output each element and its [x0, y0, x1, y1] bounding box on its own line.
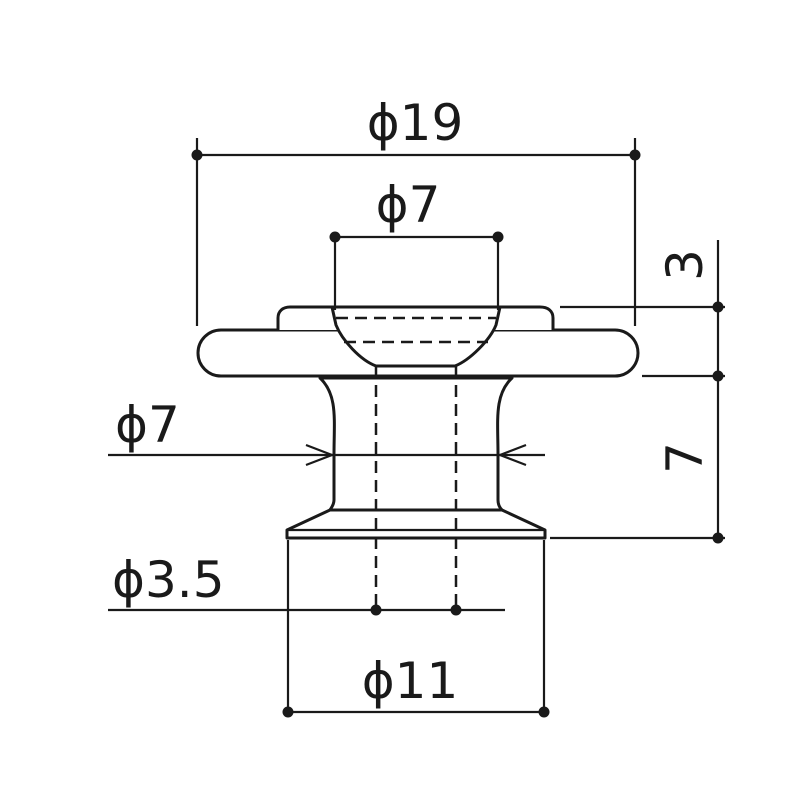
arrow-left [305, 443, 336, 467]
dim-label-top-diameter: ϕ19 [367, 94, 464, 152]
dim-hole-diameter: ϕ3.5 [108, 551, 505, 616]
base-foot [285, 508, 547, 540]
dimension-dot [538, 706, 550, 718]
dim-label-base-diameter: ϕ11 [362, 652, 459, 710]
arrow-right [496, 443, 527, 467]
dim-waist-diameter: ϕ7 [108, 396, 545, 467]
dimension-dot [329, 231, 341, 243]
dimension-dot [282, 706, 294, 718]
dimension-dot [450, 604, 462, 616]
strap-button-part [196, 305, 640, 610]
dimension-dot [492, 231, 504, 243]
dimension-dot [712, 370, 724, 382]
dim-label-waist-diameter: ϕ7 [115, 396, 180, 454]
dim-label-flange-height: 3 [656, 249, 714, 281]
dim-label-head-diameter: ϕ7 [376, 176, 441, 234]
dimension-dot [712, 301, 724, 313]
dim-base-diameter: ϕ11 [282, 540, 550, 718]
stem-body [318, 376, 514, 512]
dimension-dot [191, 149, 203, 161]
dim-label-hole-diameter: ϕ3.5 [112, 551, 225, 609]
dim-vertical-heights: 3 7 [550, 240, 725, 544]
dim-top-diameter: ϕ19 [191, 94, 641, 326]
dimension-dot [370, 604, 382, 616]
dim-label-body-height: 7 [656, 442, 714, 474]
dim-head-diameter: ϕ7 [329, 176, 504, 310]
dimension-dot [712, 532, 724, 544]
dimension-dot [629, 149, 641, 161]
